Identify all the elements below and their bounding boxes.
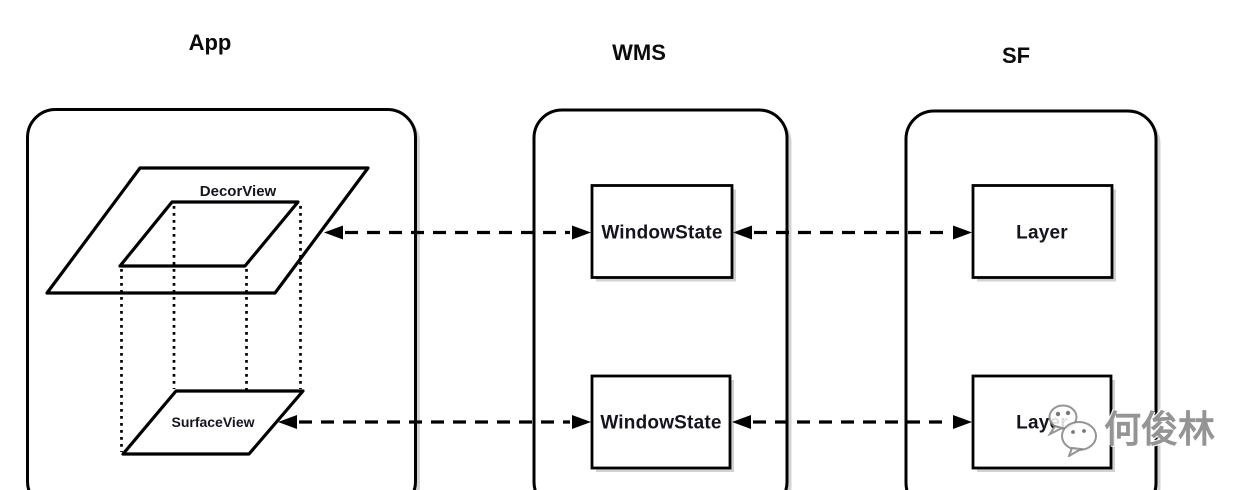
arrow-windowstate-layer-bottom: [732, 415, 972, 429]
arrowhead-left: [732, 415, 751, 429]
windowstate-box-top-rect: [590, 184, 734, 279]
decorview-plane: [45, 166, 370, 295]
surfaceview-label: SurfaceView: [171, 414, 254, 430]
layer-bottom-label: Layer: [1016, 413, 1068, 434]
arrowhead-left: [278, 415, 297, 429]
decorview-surfaceview-shape: DecorView SurfaceView: [45, 166, 370, 456]
layer-top-label: Layer: [1016, 223, 1068, 244]
windowstate-bottom-label: WindowState: [600, 413, 721, 434]
arrowhead-right: [572, 225, 591, 240]
layer-box-bottom: Layer: [971, 374, 1115, 472]
layer-box-top-rect: [971, 184, 1114, 279]
arrowhead-right: [953, 415, 972, 429]
column-title-sf: SF: [1002, 43, 1030, 68]
arrowhead-left: [733, 225, 752, 240]
arrow-windowstate-layer-top: [733, 225, 972, 240]
windowstate-box-top: WindowState: [590, 184, 736, 282]
arrow-decorview-windowstate: [324, 225, 591, 240]
column-title-app: App: [189, 30, 232, 55]
column-title-wms: WMS: [612, 40, 666, 65]
arrowhead-right: [953, 225, 972, 240]
surfaceview-plane: [121, 389, 305, 456]
decorview-label: DecorView: [200, 183, 277, 200]
layer-box-top: Layer: [971, 184, 1116, 282]
decorview-hole: [118, 200, 300, 268]
windowstate-box-bottom-rect: [590, 374, 732, 470]
arrowhead-right: [572, 415, 591, 429]
windowstate-top-label: WindowState: [601, 223, 722, 244]
arrow-surfaceview-windowstate: [278, 415, 591, 429]
arrowhead-left: [324, 225, 343, 240]
windowstate-box-bottom: WindowState: [590, 374, 734, 472]
